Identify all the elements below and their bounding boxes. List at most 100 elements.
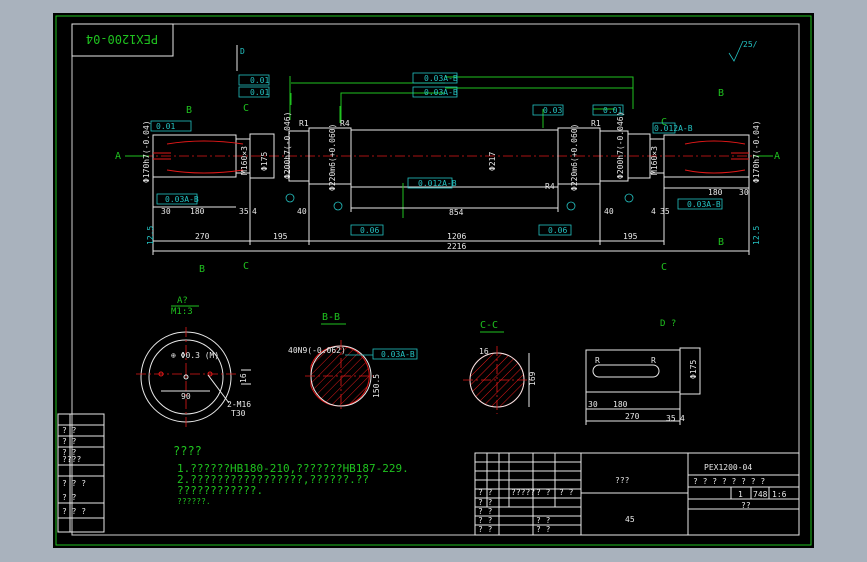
drawing-scale: 1:6 <box>772 490 787 499</box>
dia-170-left: Φ170h7(-0.04) <box>142 120 151 183</box>
radius-r1: R1 <box>591 119 601 128</box>
main-shaft-view <box>125 127 773 188</box>
notes-line-1: 1.??????HB180-210,???????HB187-229. <box>177 462 409 475</box>
title-left-1: ? ? <box>478 498 493 507</box>
dim-270: 270 <box>195 232 210 241</box>
section-c-dim-16: 16 <box>479 347 489 356</box>
section-mark-b2: B <box>199 264 205 275</box>
title-mark-2: ????? <box>511 488 535 497</box>
dia-217: Φ217 <box>488 152 497 171</box>
title-left-3: ? ? <box>478 516 493 525</box>
section-b-hatch <box>310 345 370 407</box>
section-mark-c2: C <box>243 261 249 272</box>
left-table-cell-3: ? ? <box>62 448 77 457</box>
title-mark-1: ? ? <box>478 488 493 497</box>
tolerance-frames: 0.01 0.01 0.01 0.03A-B 0.03A-B 0.03A-B 0… <box>150 72 723 236</box>
dia-200-right: Φ200h7(-0.046) <box>616 112 625 179</box>
view-d-dim-30: 30 <box>588 400 598 409</box>
view-label-a-right: A <box>774 151 780 162</box>
dia-220-right: Φ220m6(+0.060) <box>570 124 579 191</box>
svg-text:⊕ Φ0.3 (M): ⊕ Φ0.3 (M) <box>171 351 219 360</box>
tol-1: 0.01 <box>156 122 175 131</box>
section-a-dim-16: 16 <box>239 373 248 383</box>
section-a-title: A? <box>177 296 188 306</box>
title-left-5: ? ? <box>536 516 551 525</box>
section-a-thread: 2-M16 <box>227 400 251 409</box>
dim-40-right: 40 <box>604 207 614 216</box>
view-mark-d: D <box>240 47 245 56</box>
tol-2: 0.01 <box>250 76 269 85</box>
left-table-cell-5: ? ? ? <box>62 479 86 488</box>
dim-2216: 2216 <box>447 242 466 251</box>
dia-160-right: M160×3 <box>650 146 659 175</box>
roughness-top: 25/ <box>743 40 758 49</box>
dim-40-left: 40 <box>297 207 307 216</box>
tol-13: 0.03A-B <box>424 88 458 97</box>
title-left-2: ? ? <box>478 507 493 516</box>
tol-3: 0.03A-B <box>165 195 199 204</box>
view-d-dim-4: 4 <box>680 414 685 423</box>
radius-r4b: R4 <box>545 182 555 191</box>
section-c-dim-169: 169 <box>528 371 537 386</box>
dim-4-right: 4 <box>651 207 656 216</box>
left-table-cell-4: ???? <box>62 455 81 464</box>
view-d-title: D ? <box>660 319 676 329</box>
code-box-top <box>71 23 174 57</box>
section-b-tol: 0.03A-B <box>381 350 415 359</box>
left-table-cell-1: ? ? <box>62 426 77 435</box>
title-block: ? ? ????? ? ? ? ? ? ? ? ? ? ? ? ? ? ? ? … <box>474 452 800 536</box>
dim-12-5-left: 12.5 <box>146 226 155 245</box>
datum-markers <box>285 193 634 211</box>
section-b-keyway: 40N9(-0.062) <box>288 346 346 355</box>
view-d-r2: R <box>651 356 656 365</box>
view-d-keyway <box>592 364 660 378</box>
section-mark-b3: B <box>718 88 724 99</box>
dim-30-right: 30 <box>739 188 749 197</box>
dim-195-right: 195 <box>623 232 638 241</box>
left-table-cell-6: ? ? <box>62 493 77 502</box>
title-left-4: ? ? <box>478 525 493 534</box>
title-row-labels: ? ? ? ? ? ? ? ? <box>693 477 765 486</box>
keyway-left <box>166 140 244 145</box>
drawing-sheet: PEX1200-04 25/ A A B B B <box>53 13 814 548</box>
dim-195-left: 195 <box>273 232 288 241</box>
part-material: 45 <box>625 515 635 524</box>
dim-4: 4 <box>252 207 257 216</box>
view-d-dim-270: 270 <box>625 412 640 421</box>
section-c-title: C-C <box>480 320 498 331</box>
title-mark-4: ? ? <box>559 488 574 497</box>
drawing-code: PEX1200-04 <box>704 463 752 472</box>
section-mark-c1: C <box>243 103 249 114</box>
section-b-view: B-B 40N9(-0.062) 150.5 0.03A-B <box>288 312 418 412</box>
shaft-left-step <box>249 133 275 179</box>
part-quantity: 1 <box>738 490 743 499</box>
radius-r4: R4 <box>340 119 350 128</box>
title-left-6: ? ? <box>536 525 551 534</box>
section-mark-c3: C <box>661 117 667 128</box>
dim-30: 30 <box>161 207 171 216</box>
tol-6: 0.012A-B <box>418 179 457 188</box>
dia-220-left: Φ220m6(+0.060) <box>328 124 337 191</box>
tol-5: 0.03 <box>543 106 562 115</box>
section-mark-b1: B <box>186 105 192 116</box>
tol-12: 0.01 <box>603 106 622 115</box>
view-label-a-left: A <box>115 151 121 162</box>
notes-title: ???? <box>173 444 202 458</box>
outer-border <box>55 15 812 546</box>
section-mark-b4: B <box>718 237 724 248</box>
notes-line-4: ??????. <box>177 497 211 506</box>
section-a-view: A? M1:3 90 16 2-M16 T30 ⊕ Φ0.3 (M) <box>136 296 251 427</box>
view-d-r1: R <box>595 356 600 365</box>
dia-160-left: M160×3 <box>240 146 249 175</box>
tol-9: 0.012A-B <box>654 124 693 133</box>
drawing-code-top: PEX1200-04 <box>86 32 158 46</box>
section-a-dim-90: 90 <box>181 392 191 401</box>
section-b-title: B-B <box>322 312 340 323</box>
tol-10: 0.03A-B <box>687 200 721 209</box>
tol-4: 0.03A-B <box>424 74 458 83</box>
part-name: ??? <box>615 476 630 485</box>
dim-35-right: 35 <box>660 207 670 216</box>
cad-drawing: PEX1200-04 25/ A A B B B <box>55 15 812 546</box>
dim-35: 35 <box>239 207 249 216</box>
section-b-depth: 150.5 <box>372 374 381 398</box>
